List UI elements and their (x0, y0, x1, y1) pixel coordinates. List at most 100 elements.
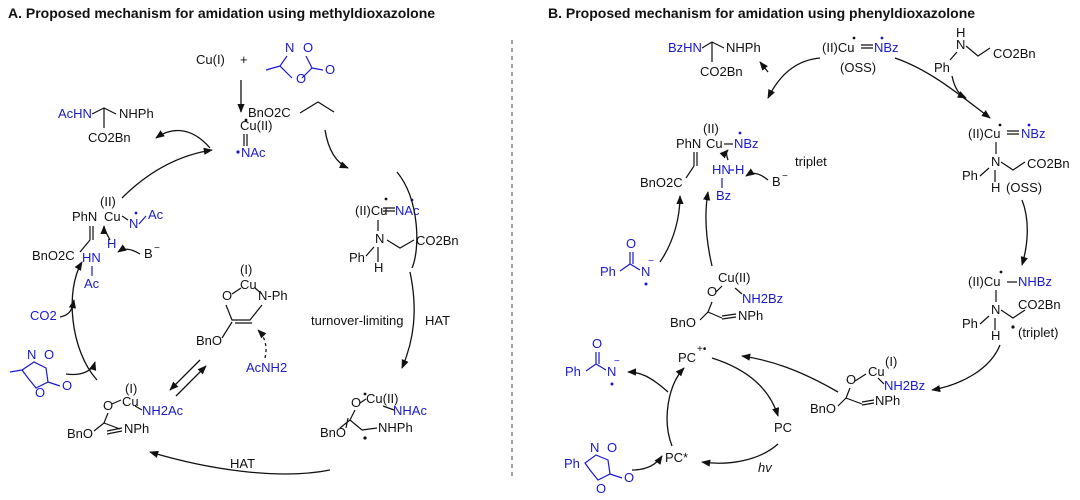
b-n3: N (991, 302, 1000, 317)
a-acnh2: AcNH2 (246, 360, 287, 375)
a-i4: (I) (240, 262, 252, 277)
b-ph-sub: Ph (934, 60, 950, 75)
a-n5: N (129, 216, 138, 231)
a-ii-cu-nac: NAc (395, 203, 420, 218)
a-co2: CO2 (30, 308, 57, 323)
b-oss1: (OSS) (840, 60, 876, 75)
b-triplet3: (triplet) (1018, 325, 1058, 340)
b-bzhn: BzHN (668, 40, 702, 55)
a-i3: (I) (125, 381, 137, 396)
a-bno2c5: BnO2C (32, 248, 75, 263)
a-hat2: HAT (230, 456, 255, 471)
a-ph1: Ph (349, 250, 365, 265)
b-n-amid: N (641, 264, 650, 279)
b-ii-cu2: (II)Cu (968, 126, 1001, 141)
b-pc: PC (774, 420, 792, 435)
a-cu-ii-2: Cu(II) (366, 391, 399, 406)
a-diox-l-o2: O (35, 385, 45, 400)
b-n-sub: N (956, 37, 965, 52)
a-diox-o: O (303, 40, 313, 55)
b-amid-charge: − (648, 256, 654, 267)
a-bno2: BnO (320, 425, 346, 440)
b-triplet6: triplet (795, 154, 827, 169)
b-h6: H (735, 162, 744, 177)
a-ii5: (II) (100, 194, 116, 209)
a-ac5b: Ac (84, 276, 100, 291)
a-h1: H (374, 260, 383, 275)
a-turnover: turnover-limiting (311, 313, 403, 328)
a-hn5: HN (82, 250, 101, 265)
b-ph2: Ph (962, 168, 978, 183)
a-diox-co: O (325, 62, 335, 77)
a-ii-cu: (II)Cu (355, 203, 388, 218)
a-cu5: Cu (104, 209, 121, 224)
b-ii6: (II) (703, 121, 719, 136)
a-diox-l-co: O (62, 378, 72, 393)
a-nph3: NPh (124, 421, 149, 436)
b-cu-ii5: Cu(II) (718, 270, 751, 285)
b-nph4: NPh (875, 393, 900, 408)
b-hn6: HN (712, 162, 731, 177)
b-ph-diox: Ph (564, 456, 580, 471)
a-co2bn1: CO2Bn (416, 233, 459, 248)
b-nhbz: NHBz (1018, 274, 1052, 289)
b-bz6: Bz (716, 188, 731, 203)
b-cu4: Cu (868, 364, 885, 379)
a-b-charge: − (154, 243, 160, 254)
b-phenyldioxazolone: Ph N O O O (564, 440, 634, 496)
b-o-amid2: O (592, 336, 602, 351)
a-phn5: PhN (72, 209, 97, 224)
a-substrate: BnO2C (248, 105, 291, 120)
a-bno4: BnO (196, 333, 222, 348)
b-oss2: (OSS) (1006, 180, 1042, 195)
a-o3: O (103, 398, 113, 413)
b-nph5: NPh (738, 308, 763, 323)
a-nhph2: NHPh (378, 420, 413, 435)
b-b6: B (772, 174, 781, 189)
b-pc-plus: PC (678, 350, 696, 365)
a-nh2ac: NH2Ac (142, 403, 184, 418)
b-co2bn3: CO2Bn (1018, 297, 1061, 312)
a-n1: N (375, 231, 384, 246)
a-o2: O (351, 395, 361, 410)
a-ac5: Ac (148, 207, 164, 222)
a-dioxazolone-top: N O O O (265, 40, 335, 86)
a-nhph-p: NHPh (119, 106, 154, 121)
b-h2: H (991, 180, 1000, 195)
b-o4: O (846, 372, 856, 387)
a-co2bn-p: CO2Bn (88, 130, 131, 145)
b-nhph: NHPh (726, 40, 761, 55)
b-co2bn: CO2Bn (700, 64, 743, 79)
a-diox-l-n: N (27, 347, 36, 362)
b-co2bn2: CO2Bn (1027, 156, 1070, 171)
b-co2bn-sub: CO2Bn (993, 46, 1036, 61)
b-o-amid: O (626, 236, 636, 251)
a-plus: + (240, 52, 248, 67)
a-bno3: BnO (67, 426, 93, 441)
b-o-diox: O (607, 440, 617, 455)
b-i4: (I) (885, 354, 897, 369)
a-hat1: HAT (425, 313, 450, 328)
a-nhac: NHAc (393, 403, 427, 418)
a-nph4: N-Ph (258, 288, 288, 303)
a-o4: O (222, 288, 232, 303)
b-nbz: NBz (874, 40, 899, 55)
b-o5: O (707, 284, 717, 299)
b-nh2bz4: NH2Bz (884, 378, 925, 393)
panel-b-title: B. Proposed mechanism for amidation usin… (548, 5, 975, 21)
b-ph-amid2: Ph (565, 364, 581, 379)
a-nac: NAc (241, 145, 266, 160)
b-h3: H (991, 328, 1000, 343)
b-amid2-charge: − (614, 356, 620, 367)
b-hv: hv (758, 460, 773, 475)
a-cu4: Cu (240, 277, 257, 292)
a-cu-ii: Cu(II) (240, 118, 273, 133)
b-b6-charge: − (782, 171, 788, 182)
b-nbz2: NBz (1021, 126, 1046, 141)
b-ph-amid: Ph (600, 264, 616, 279)
a-cu3: Cu (122, 394, 139, 409)
b-ii-cu3: (II)Cu (968, 274, 1001, 289)
b-h-sub: H (956, 25, 965, 40)
b-ph3: Ph (962, 316, 978, 331)
